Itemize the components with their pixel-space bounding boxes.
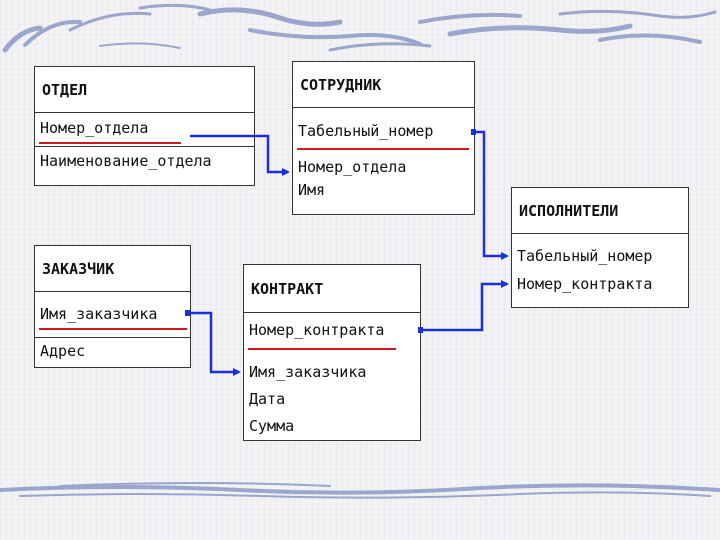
- entity-ispolniteli: ИСПОЛНИТЕЛИ Табельный_номер Номер_контра…: [511, 187, 689, 308]
- arrow-start-marker: [418, 327, 423, 333]
- entity-title: СОТРУДНИК: [293, 62, 474, 108]
- attributes: Имя_заказчика Дата Сумма: [244, 359, 420, 440]
- entity-title: ОТДЕЛ: [35, 67, 254, 113]
- entity-otdel: ОТДЕЛ Номер_отдела Наименование_отдела: [34, 66, 255, 186]
- bottom-decoration: [0, 482, 720, 499]
- entity-title: ИСПОЛНИТЕЛИ: [512, 188, 688, 234]
- key-attributes: Табельный_номер: [293, 108, 474, 156]
- attribute: Наименование_отдела: [40, 152, 212, 170]
- entity-title: ЗАКАЗЧИК: [35, 246, 190, 292]
- attribute: Имя: [298, 181, 326, 199]
- attribute: Сумма: [249, 417, 295, 435]
- attribute: Табельный_номер: [517, 247, 653, 265]
- key-attributes: Табельный_номер Номер_контракта: [512, 234, 688, 308]
- arrow-zakazchik-to-kontrakt: [186, 311, 241, 376]
- key-attributes: Номер_отдела: [35, 113, 254, 147]
- key-underline: [297, 148, 469, 150]
- key-underline: [248, 348, 396, 350]
- arrow-start-marker: [185, 310, 190, 316]
- entity-title: КОНТРАКТ: [244, 265, 420, 313]
- attributes: Номер_отдела Имя: [293, 156, 474, 202]
- arrow-start-marker: [471, 129, 476, 135]
- entity-sotrudnik: СОТРУДНИК Табельный_номер Номер_отдела И…: [292, 61, 475, 215]
- key-underline: [39, 142, 181, 144]
- attribute: Дата: [249, 390, 286, 408]
- arrow-sotrudnik-to-ispolniteli: [472, 130, 509, 260]
- attribute: Адрес: [40, 342, 86, 360]
- entity-kontrakt: КОНТРАКТ Номер_контракта Имя_заказчика Д…: [243, 264, 421, 441]
- attribute: Номер_отдела: [40, 119, 149, 137]
- attribute: Номер_отдела: [298, 158, 407, 176]
- key-attributes: Номер_контракта: [244, 313, 420, 359]
- entity-zakazchik: ЗАКАЗЧИК Имя_заказчика Адрес: [34, 245, 191, 368]
- attribute: Номер_контракта: [249, 321, 385, 339]
- key-attributes: Имя_заказчика: [35, 292, 190, 338]
- attributes: Адрес: [35, 338, 190, 363]
- attributes: Наименование_отдела: [35, 147, 254, 173]
- attribute: Табельный_номер: [298, 122, 434, 140]
- attribute: Номер_контракта: [517, 275, 653, 293]
- arrow-kontrakt-to-ispolniteli: [420, 280, 509, 332]
- arrow-otdel-to-sotrudnik: [190, 134, 290, 176]
- attribute: Имя_заказчика: [40, 305, 158, 323]
- key-underline: [39, 328, 187, 330]
- top-decoration: [2, 3, 717, 53]
- attribute: Имя_заказчика: [249, 363, 367, 381]
